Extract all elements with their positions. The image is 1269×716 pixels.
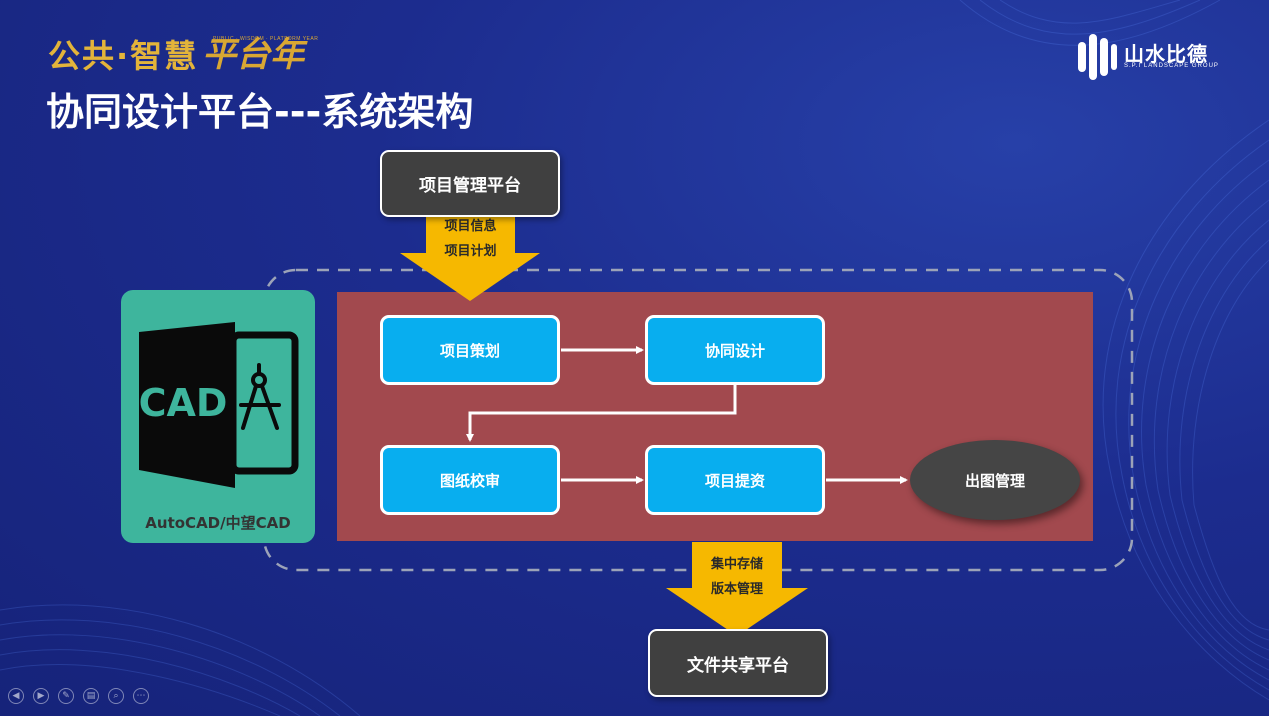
- brand-main-text: 公共·智慧: [48, 37, 199, 75]
- top-arrow-line-2: 项目计划: [444, 244, 497, 259]
- project-management-node: 项目管理平台: [380, 150, 560, 217]
- company-logo-icon: [1078, 34, 1117, 80]
- node-collab-design: 协同设计: [645, 315, 825, 385]
- prev-icon[interactable]: ◀: [8, 688, 24, 704]
- brand-wordmark: 公共·智慧 平台年: [48, 32, 304, 76]
- node-project-planning: 项目策划: [380, 315, 560, 385]
- brand-subtitle: PUBLIC · WISDOM · PLATFORM YEAR: [213, 36, 319, 42]
- cad-label: AutoCAD/中望CAD: [145, 514, 291, 532]
- top-down-arrow: [400, 206, 540, 301]
- top-arrow-caption: 项目信息 项目计划: [426, 214, 515, 264]
- output-management-node: 出图管理: [910, 440, 1080, 520]
- cad-icon-text: CAD: [139, 381, 228, 425]
- cad-icon: CAD: [139, 322, 299, 488]
- node-data-submission: 项目提资: [645, 445, 825, 515]
- slideshow-controls: ◀ ▶ ✎ ▤ ⌕ ⋯: [8, 688, 149, 704]
- more-icon[interactable]: ⋯: [133, 688, 149, 704]
- bottom-arrow-line-1: 集中存储: [710, 557, 763, 572]
- zoom-icon[interactable]: ⌕: [108, 688, 124, 704]
- file-sharing-node: 文件共享平台: [648, 629, 828, 697]
- pen-icon[interactable]: ✎: [58, 688, 74, 704]
- page-title: 协同设计平台---系统架构: [46, 90, 474, 134]
- company-subtitle: S.P.I LANDSCAPE GROUP: [1124, 63, 1219, 69]
- bottom-down-arrow: [666, 542, 808, 636]
- next-icon[interactable]: ▶: [33, 688, 49, 704]
- bottom-arrow-line-2: 版本管理: [710, 582, 763, 597]
- flow-design-to-review: [466, 385, 737, 442]
- company-name: 山水比德: [1124, 42, 1208, 66]
- brand-script-text: 平台年: [202, 35, 305, 75]
- bottom-arrow-caption: 集中存储 版本管理: [692, 552, 782, 602]
- node-drawing-review: 图纸校审: [380, 445, 560, 515]
- top-arrow-line-1: 项目信息: [444, 219, 497, 234]
- slides-icon[interactable]: ▤: [83, 688, 99, 704]
